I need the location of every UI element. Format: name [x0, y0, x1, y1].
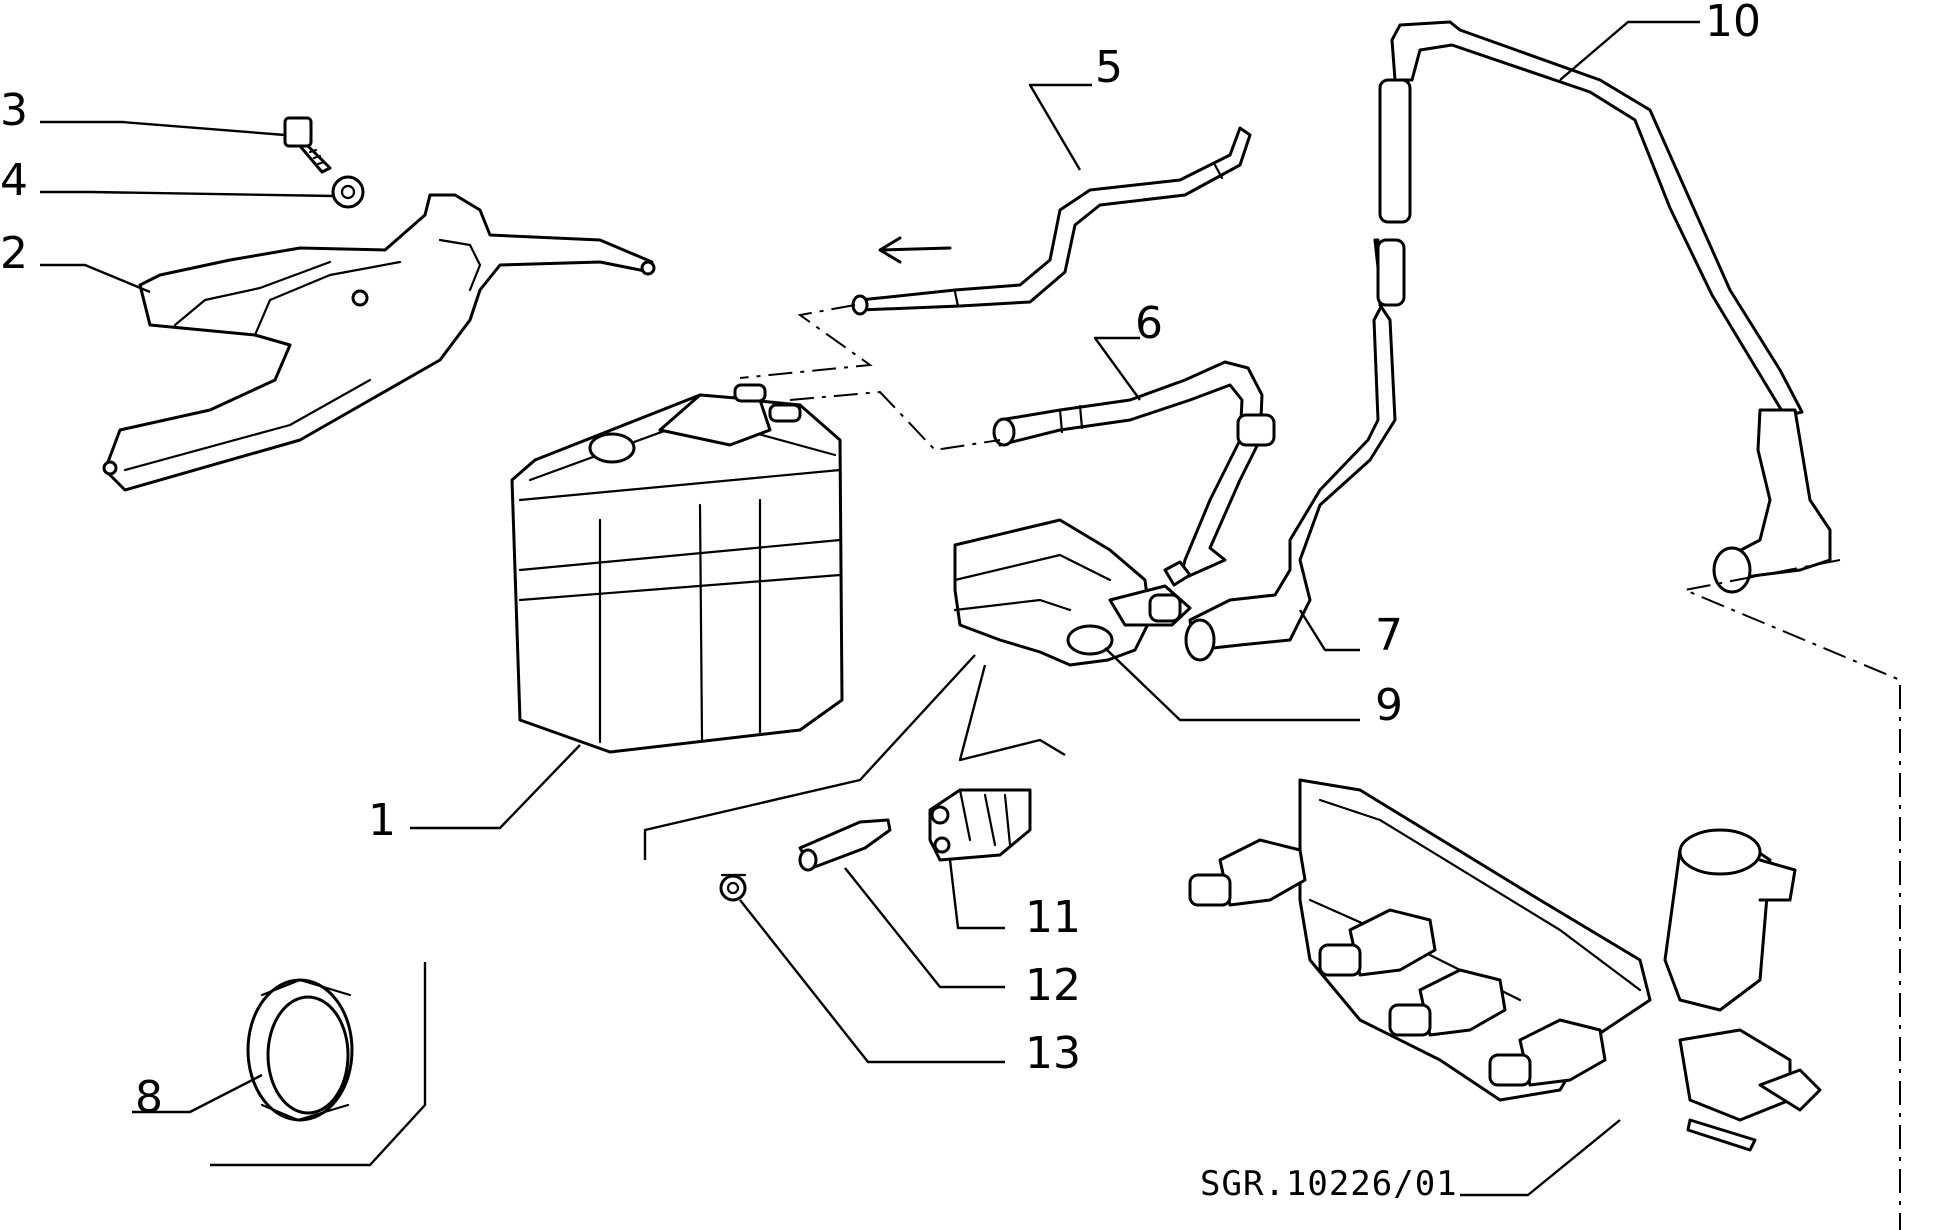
- solenoid-valve-part: [953, 518, 1192, 667]
- seal-plug-part: [719, 873, 747, 902]
- hose-clamp-part: [246, 978, 354, 1122]
- leader-13: [739, 899, 1005, 1064]
- bolt-part: [283, 116, 332, 174]
- pipe-assembly-part: [1378, 20, 1832, 594]
- leader-ref: [1460, 1119, 1621, 1197]
- callout-2: 2: [0, 228, 28, 279]
- mounting-bracket-part: [102, 193, 656, 492]
- connector-group-bracket: [643, 654, 976, 860]
- callout-labels: 1 2 3 4 5 6 7 8 9 10 11 12 13 SGR.10226/…: [0, 0, 1761, 1204]
- curved-hose-part: [992, 360, 1276, 582]
- callout-4: 4: [0, 155, 28, 206]
- washer-part: [331, 175, 365, 209]
- electrical-connector-part: [928, 788, 1032, 862]
- callout-13: 13: [1025, 1028, 1081, 1079]
- leader-lines: [40, 20, 1700, 1197]
- callout-10: 10: [1705, 0, 1761, 47]
- leader-3: [40, 120, 286, 137]
- callout-9: 9: [1375, 680, 1403, 731]
- leader-5: [1028, 83, 1092, 171]
- leader-1: [410, 744, 581, 830]
- long-hose-part: [1184, 238, 1406, 662]
- callout-1: 1: [368, 795, 396, 846]
- callout-7: 7: [1375, 610, 1403, 661]
- terminal-part: [798, 818, 892, 872]
- callout-3: 3: [0, 85, 28, 136]
- leader-4: [40, 190, 336, 198]
- leader-8: [132, 1073, 263, 1114]
- callout-12: 12: [1025, 960, 1081, 1011]
- leader-9: [1104, 647, 1360, 722]
- callout-5: 5: [1095, 42, 1123, 93]
- leader-10: [1559, 20, 1700, 81]
- callout-8: 8: [135, 1072, 163, 1123]
- callout-11: 11: [1025, 892, 1081, 943]
- clamp-group-bracket: [210, 962, 427, 1167]
- fuel-rail-injectors-part: [1188, 778, 1822, 1152]
- assembly-guide-lines: [739, 304, 1901, 1230]
- carbon-canister-part: [510, 383, 844, 754]
- leader-12: [844, 867, 1005, 989]
- connector-group-notch: [958, 664, 1066, 762]
- drawing-reference-code: SGR.10226/01: [1200, 1164, 1458, 1204]
- leader-6: [1093, 336, 1141, 401]
- leader-7: [1298, 609, 1360, 652]
- vent-hose-part: [851, 126, 1252, 316]
- leader-2: [40, 263, 151, 294]
- leader-11: [948, 859, 1005, 930]
- callout-6: 6: [1135, 298, 1163, 349]
